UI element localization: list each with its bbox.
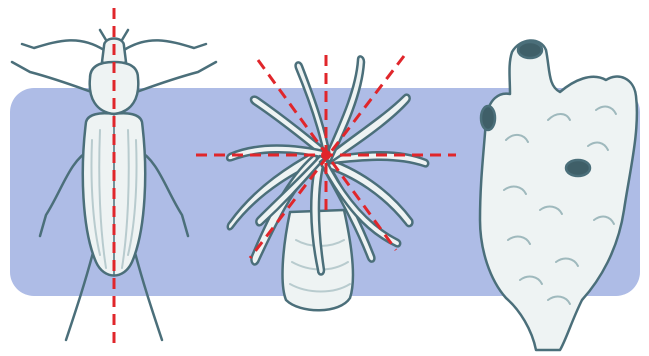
sponge-oscule-left — [481, 106, 495, 130]
anemone-center-point — [321, 150, 331, 160]
sponge-illustration — [480, 40, 637, 350]
sponge-oscule-top — [518, 42, 542, 58]
sponge-oscule-middle — [566, 160, 590, 176]
